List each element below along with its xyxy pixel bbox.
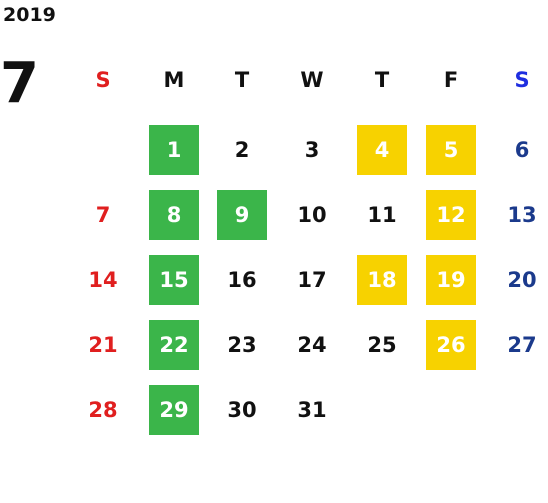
weekday-header-thu: T: [374, 68, 390, 92]
day-cell-11[interactable]: 11: [367, 203, 397, 227]
day-cell-13[interactable]: 13: [507, 203, 537, 227]
day-cell-18[interactable]: 18: [357, 255, 407, 305]
day-cell-20[interactable]: 20: [507, 268, 537, 292]
day-cell-26[interactable]: 26: [426, 320, 476, 370]
weekday-header-tue: T: [234, 68, 250, 92]
day-cell-28[interactable]: 28: [88, 398, 118, 422]
day-cell-21[interactable]: 21: [88, 333, 118, 357]
day-cell-4[interactable]: 4: [357, 125, 407, 175]
day-cell-27[interactable]: 27: [507, 333, 537, 357]
month-number: 7: [0, 51, 39, 116]
weekday-header-sat: S: [514, 68, 530, 92]
weekday-header-sun: S: [95, 68, 111, 92]
day-cell-2[interactable]: 2: [234, 138, 250, 162]
day-cell-24[interactable]: 24: [297, 333, 327, 357]
day-cell-29[interactable]: 29: [149, 385, 199, 435]
day-cell-17[interactable]: 17: [297, 268, 327, 292]
day-cell-15[interactable]: 15: [149, 255, 199, 305]
day-cell-3[interactable]: 3: [304, 138, 320, 162]
day-cell-12[interactable]: 12: [426, 190, 476, 240]
day-cell-14[interactable]: 14: [88, 268, 118, 292]
year-label: 2019: [3, 4, 56, 26]
day-cell-1[interactable]: 1: [149, 125, 199, 175]
day-cell-10[interactable]: 10: [297, 203, 327, 227]
day-cell-30[interactable]: 30: [227, 398, 257, 422]
day-cell-7[interactable]: 7: [95, 203, 111, 227]
day-cell-19[interactable]: 19: [426, 255, 476, 305]
weekday-header-fri: F: [443, 68, 459, 92]
day-cell-23[interactable]: 23: [227, 333, 257, 357]
day-cell-25[interactable]: 25: [367, 333, 397, 357]
day-cell-8[interactable]: 8: [149, 190, 199, 240]
day-cell-6[interactable]: 6: [514, 138, 530, 162]
day-cell-31[interactable]: 31: [297, 398, 327, 422]
weekday-header-wed: W: [300, 68, 324, 92]
day-cell-5[interactable]: 5: [426, 125, 476, 175]
day-cell-16[interactable]: 16: [227, 268, 257, 292]
day-cell-9[interactable]: 9: [217, 190, 267, 240]
day-cell-22[interactable]: 22: [149, 320, 199, 370]
weekday-header-mon: M: [163, 68, 185, 92]
